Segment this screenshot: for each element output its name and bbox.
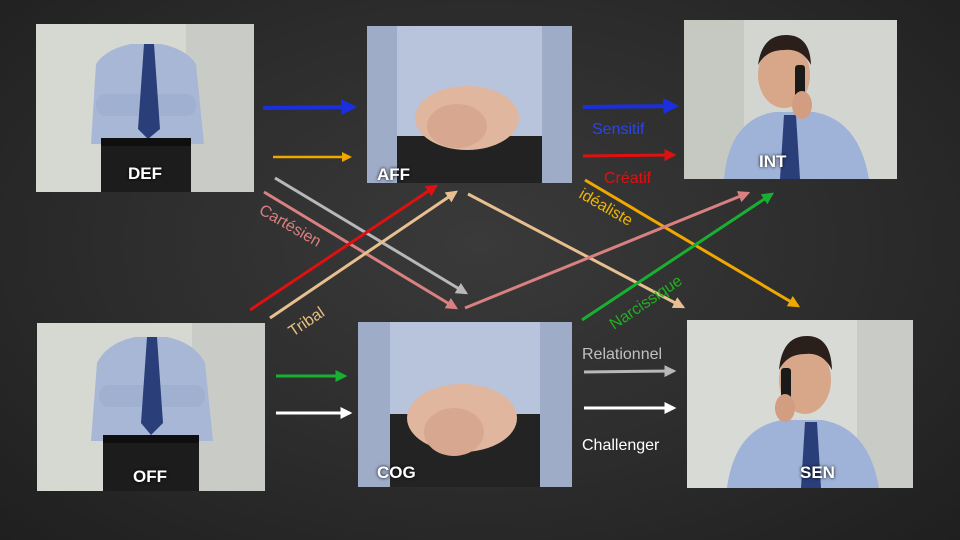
node-label-int: INT [759, 152, 787, 171]
arrow-cog-int-pink [464, 191, 751, 310]
crossed-arms-man-image [36, 24, 254, 192]
photo-sen: SEN [687, 320, 913, 488]
arrow-cog-sen-gray [583, 365, 677, 378]
arrow-off-aff-red [249, 184, 438, 312]
photo-off: OFF [37, 323, 265, 491]
arrow-aff-sen-tan [467, 192, 686, 309]
node-label-cog: COG [377, 463, 416, 482]
label-sensitif: Sensitif [592, 121, 645, 138]
arrow-aff-sen-orange [584, 178, 801, 308]
arrow-cog-int-green [581, 192, 775, 322]
photo-aff: AFF [367, 26, 572, 183]
label-tribal: Tribal [286, 304, 328, 340]
arrow-def-aff-blue [262, 99, 358, 116]
man-on-phone-image [684, 20, 897, 179]
label-challenger: Challenger [582, 437, 660, 454]
arrow-aff-int-blue [582, 98, 680, 115]
man-on-phone-image [687, 320, 913, 488]
clasped-hands-image [358, 322, 572, 487]
photo-int: INT [684, 20, 897, 179]
label-relationnel: Relationnel [582, 346, 662, 363]
node-label-aff: AFF [377, 165, 411, 183]
node-label-off: OFF [133, 467, 167, 486]
photo-cog: COG [358, 322, 572, 487]
crossed-arms-man-image [37, 323, 265, 491]
photo-def: DEF [36, 24, 254, 192]
arrow-def-cog-pink [263, 190, 459, 310]
label-creatif: Créatif [604, 170, 652, 187]
arrow-off-aff-tan [269, 190, 458, 320]
node-label-def: DEF [128, 164, 162, 183]
arrow-def-cog-gray [274, 176, 469, 295]
clasped-hands-image [367, 26, 572, 183]
node-label-sen: SEN [800, 463, 835, 482]
arrow-aff-int-red [582, 149, 677, 162]
